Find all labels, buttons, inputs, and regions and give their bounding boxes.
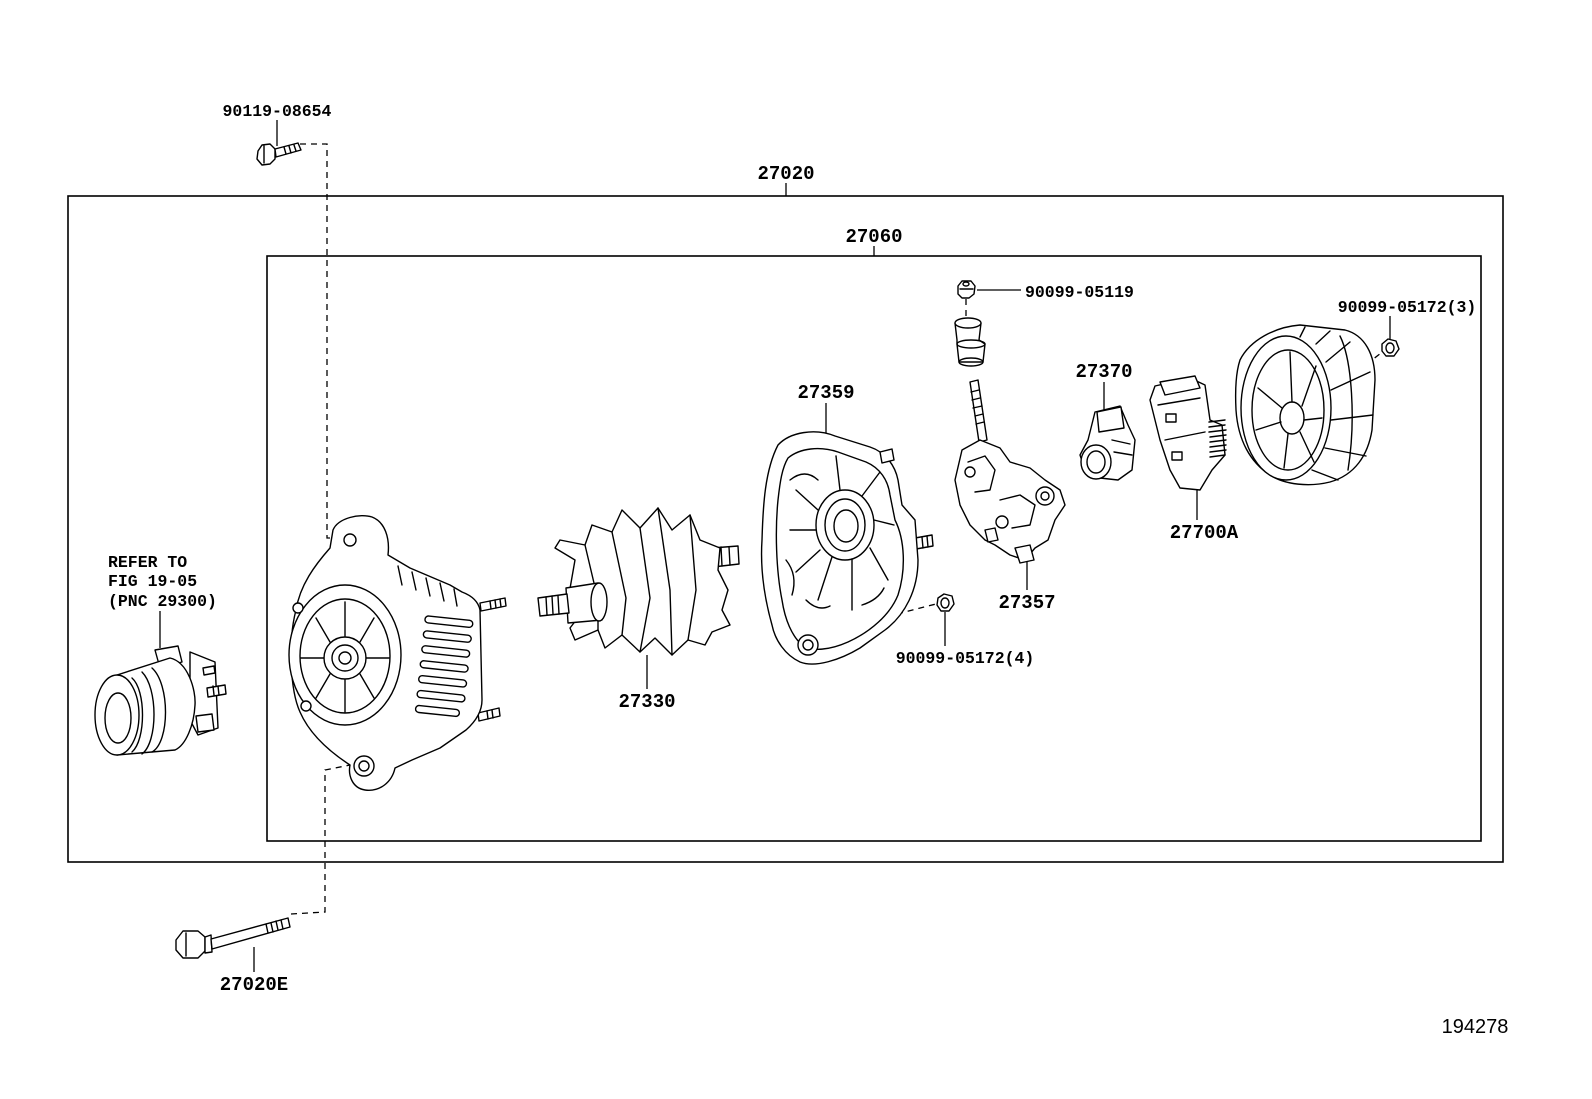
- drive-end-frame-drawing: [288, 514, 507, 791]
- label-rotor: 27330: [618, 691, 675, 713]
- figure-number: 194278: [1442, 1016, 1509, 1038]
- reference-note-line-3: (PNC 29300): [108, 592, 217, 611]
- label-assembly-outer: 27020: [757, 163, 814, 185]
- label-rectifier-end-frame: 27359: [797, 382, 854, 404]
- part-labels: 90119-08654 27020 27060 90099-05119 9009…: [108, 102, 1508, 1038]
- label-regulator: 27700A: [1170, 522, 1239, 544]
- rotor-drawing: [537, 507, 740, 656]
- regulator-drawing: [1149, 375, 1227, 491]
- cover-nut-drawing: [1381, 338, 1400, 357]
- bolt-top-drawing: [256, 142, 302, 166]
- label-bolt-bottom: 27020E: [220, 974, 288, 996]
- insulator-27370-drawing: [1079, 405, 1136, 481]
- label-bolt-top: 90119-08654: [223, 102, 332, 121]
- frame-nut-drawing: [936, 593, 955, 612]
- bolt-bottom-drawing: [175, 917, 291, 959]
- brush-holder-drawing: [954, 379, 1066, 564]
- label-cover-nut: 90099-05172(3): [1338, 298, 1477, 317]
- label-assembly-inner: 27060: [845, 226, 902, 248]
- rectifier-end-frame-drawing: [760, 431, 934, 665]
- reference-note-line-2: FIG 19-05: [108, 572, 197, 591]
- terminal-insulator-drawing: [954, 317, 986, 367]
- terminal-nut-drawing: [957, 280, 976, 299]
- label-brush-holder: 27357: [998, 592, 1055, 614]
- label-frame-nut: 90099-05172(4): [896, 649, 1035, 668]
- reference-note-line-1: REFER TO: [108, 553, 187, 572]
- label-terminal-insulator: 27370: [1075, 361, 1132, 383]
- pulley-drawing: [94, 645, 227, 756]
- label-terminal-nut: 90099-05119: [1025, 283, 1134, 302]
- rear-cover-drawing: [1234, 324, 1376, 486]
